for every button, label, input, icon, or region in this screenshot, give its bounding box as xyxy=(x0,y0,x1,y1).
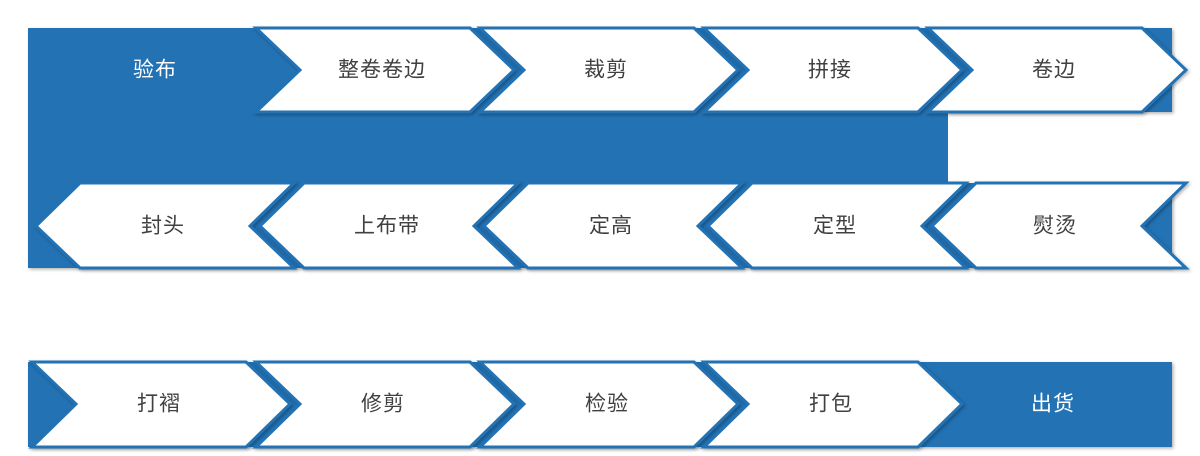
chevron-step-15[interactable] xyxy=(928,362,1172,447)
chevron-step-14[interactable] xyxy=(700,360,965,449)
chevron-step-3[interactable] xyxy=(476,26,741,114)
chevron-step-2[interactable] xyxy=(252,26,517,114)
chevron-step-12[interactable] xyxy=(252,360,517,449)
chevron-step-5[interactable] xyxy=(924,26,1189,114)
chevron-step-11[interactable] xyxy=(28,360,293,449)
chevron-step-1[interactable] xyxy=(28,28,272,112)
chevron-step-6[interactable] xyxy=(33,181,298,270)
chevron-step-8[interactable] xyxy=(481,181,746,270)
chevron-step-13[interactable] xyxy=(476,360,741,449)
chevron-step-9[interactable] xyxy=(705,181,970,270)
chevron-step-4[interactable] xyxy=(700,26,965,114)
chevron-step-7[interactable] xyxy=(257,181,522,270)
chevron-step-10[interactable] xyxy=(929,181,1190,270)
